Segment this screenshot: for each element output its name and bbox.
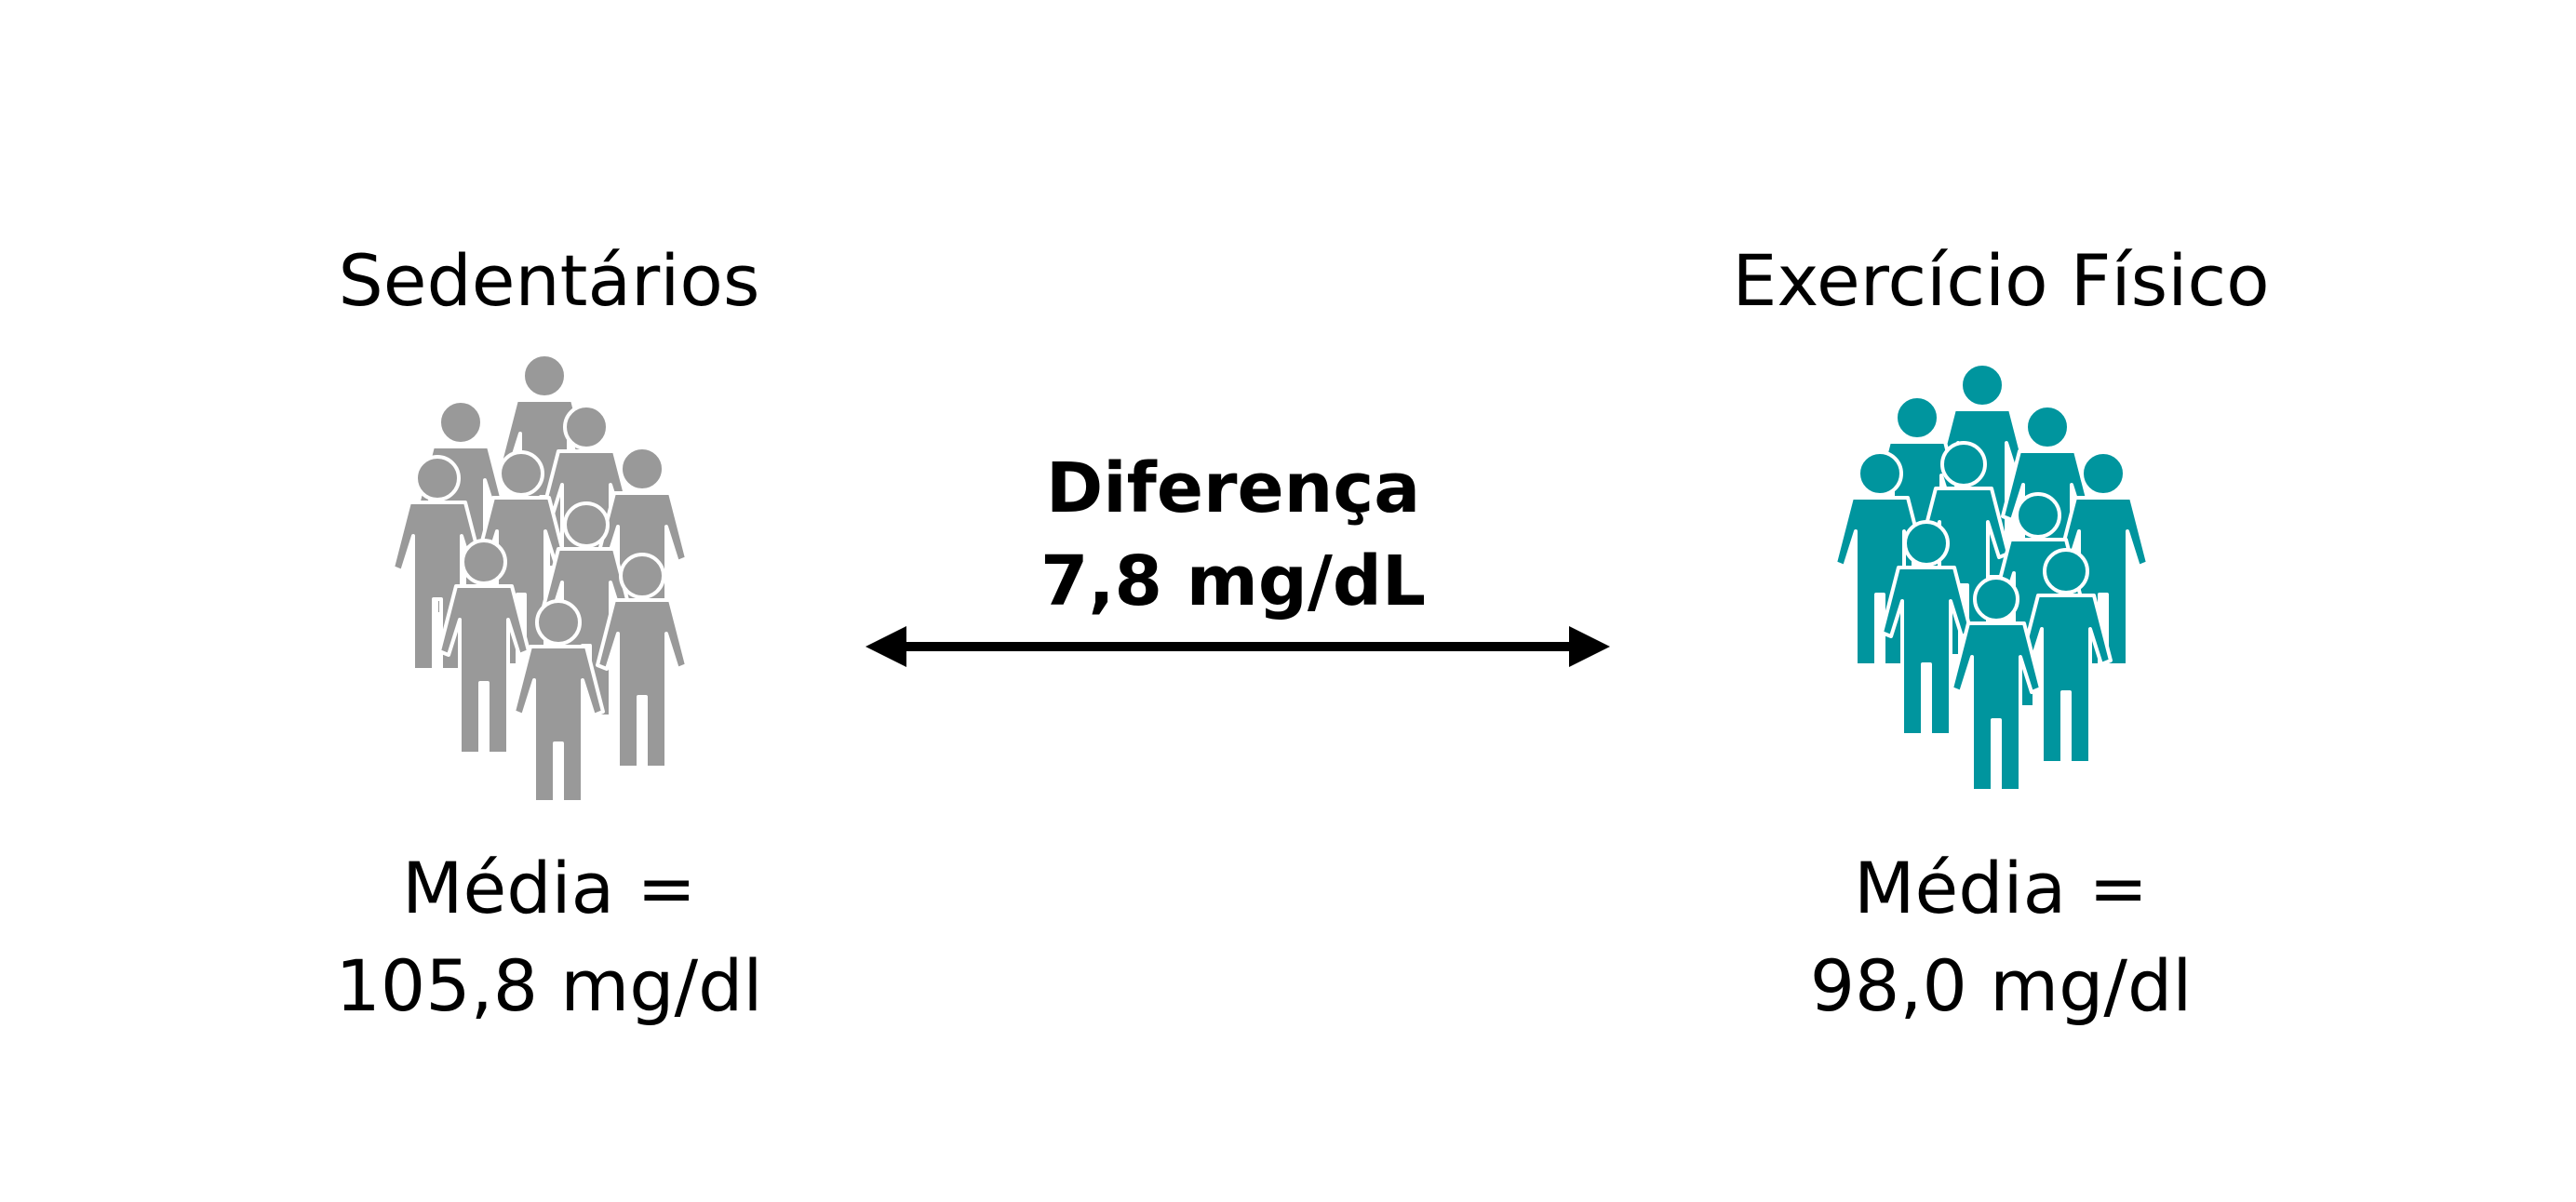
sedentary-group: Sedentários Média = 105,8 mg/dl — [223, 0, 875, 1202]
person-figure — [596, 553, 689, 769]
sedentary-mean-label: Média = — [401, 847, 697, 929]
sedentary-crowd-svg — [391, 354, 689, 800]
exercise-mean-label: Média = — [1853, 847, 2149, 929]
person-figure — [1950, 576, 2043, 793]
exercise-people-icon — [1824, 354, 2178, 800]
difference-title: Diferença — [1045, 448, 1421, 528]
person-figure — [512, 599, 605, 800]
sedentary-mean-value: 105,8 mg/dl — [335, 944, 763, 1027]
person-figure — [2019, 548, 2113, 765]
person-figure — [1880, 520, 1973, 737]
exercise-title: Exercício Físico — [1732, 239, 2270, 322]
exercise-crowd-svg — [1833, 362, 2150, 793]
double-arrow-icon — [865, 619, 1610, 674]
sedentary-title: Sedentários — [338, 239, 760, 322]
exercise-mean-value: 98,0 mg/dl — [1809, 944, 2193, 1027]
sedentary-people-icon — [372, 354, 726, 800]
exercise-group: Exercício Físico Média = 98,0 mg/dl — [1675, 0, 2327, 1202]
person-figure — [437, 539, 530, 755]
difference-value: 7,8 mg/dL — [1040, 541, 1427, 621]
